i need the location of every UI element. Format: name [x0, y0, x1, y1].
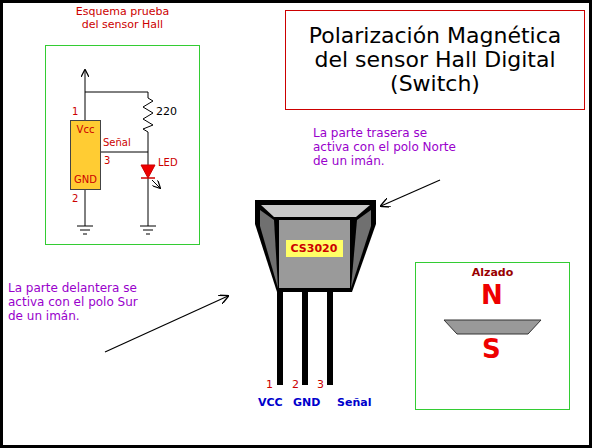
title-box: Polarización Magnética del sensor Hall D… [285, 10, 585, 110]
pin-number: 3 [104, 155, 110, 167]
resistor-value: 220 [156, 105, 177, 118]
sensor-leg [327, 292, 333, 385]
light-arrow [152, 180, 160, 188]
node-text: CS3020 [291, 242, 338, 255]
pole-letter: N [481, 282, 503, 308]
led-bar [141, 177, 155, 179]
pin-number: 1 [72, 106, 78, 118]
package-side [351, 210, 371, 288]
hall-sensor-body: VccGND [70, 120, 101, 190]
signal-name: Señal [103, 137, 131, 149]
node-text: GND [74, 174, 97, 186]
pin-number: 1 [266, 378, 273, 391]
leader-arrow [381, 180, 440, 206]
sensor-leg [302, 292, 308, 385]
ground-symbol [77, 190, 93, 234]
pin-number: 2 [292, 378, 299, 391]
led-symbol [141, 165, 155, 178]
package-outline [255, 200, 376, 292]
pin-number: 3 [317, 378, 324, 391]
magnet-shape [444, 320, 541, 334]
ground-symbol [140, 178, 156, 234]
pin-name: Señal [337, 396, 371, 409]
chip-marking: CS3020 [286, 240, 343, 257]
schematic-panel: Esquema prueba del sensor HallVccGND [45, 5, 200, 245]
sensor-leg [277, 292, 283, 385]
node-text: Polarización Magnética del sensor Hall D… [300, 24, 570, 96]
sensor-package [255, 200, 376, 385]
signal-wire [100, 152, 148, 153]
magnet-note: La parte delantera se activa con el polo… [8, 281, 150, 323]
node-text: Alzado [472, 266, 514, 279]
pin-name: GND [293, 396, 320, 409]
package-top [261, 205, 370, 217]
node-text: Esquema prueba del sensor Hall [68, 5, 178, 31]
pole-letter: S [482, 336, 501, 362]
package-side [260, 210, 278, 288]
pin-name: VCC [258, 396, 283, 409]
supply-arrow [85, 70, 86, 120]
led-label: LED [158, 157, 178, 169]
node-text: Vcc [77, 124, 95, 136]
magnet-note: La parte trasera se activa con el polo N… [313, 126, 463, 168]
pin-number: 2 [72, 193, 78, 205]
package-front [279, 220, 350, 288]
